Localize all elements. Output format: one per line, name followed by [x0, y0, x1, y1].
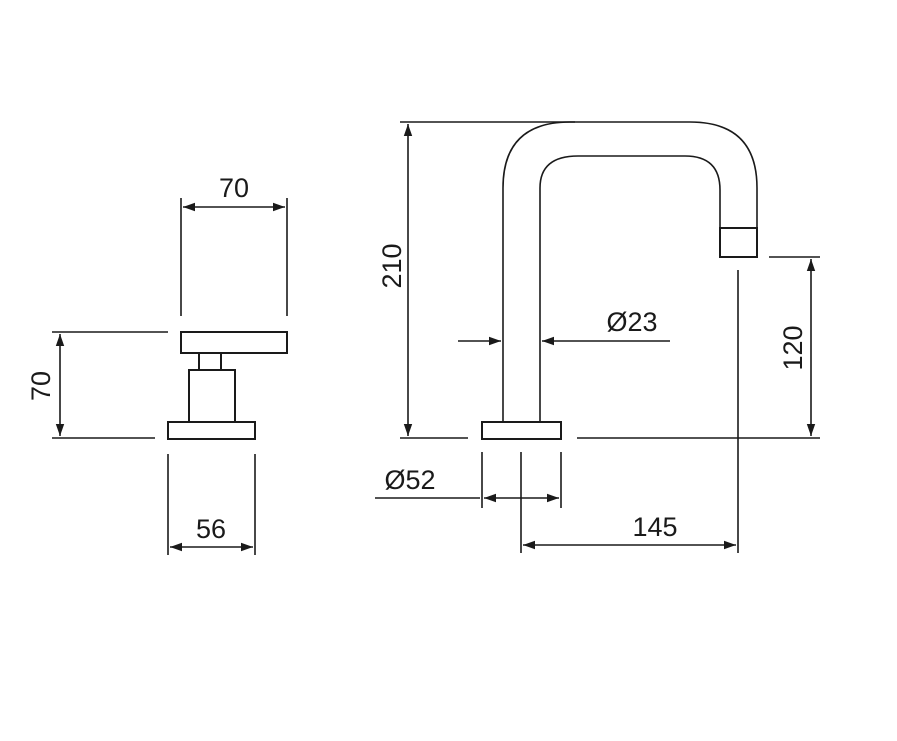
spout-outline [502, 121, 758, 422]
spout-outlet [719, 227, 758, 258]
spout-inner-outline [539, 155, 721, 422]
handle-body [188, 369, 236, 423]
dim-handle-base: 56 [167, 454, 256, 555]
dim-handle-width-label: 70 [219, 173, 249, 203]
dim-handle-height-label: 70 [26, 371, 56, 401]
dim-spout-diameter: Ø23 [458, 307, 670, 346]
handle-view: 70 70 56 [26, 173, 288, 555]
dim-handle-height: 70 [26, 331, 168, 439]
handle-base-plate [167, 421, 256, 440]
dim-outlet-height-label: 120 [778, 325, 808, 370]
dim-total-height-label: 210 [377, 243, 407, 288]
dim-spout-diameter-label: Ø23 [606, 307, 657, 337]
spout-view: 210 Ø23 120 Ø52 145 [375, 121, 820, 553]
dim-handle-width: 70 [180, 173, 288, 316]
dim-base-diameter-label: Ø52 [384, 465, 435, 495]
dim-total-height: 210 [377, 121, 575, 439]
dim-outlet-height: 120 [577, 256, 820, 439]
dim-handle-base-label: 56 [196, 514, 226, 544]
dim-base-diameter: Ø52 [375, 452, 562, 508]
handle-lever [180, 331, 288, 354]
dim-reach: 145 [520, 270, 739, 553]
handle-neck [198, 352, 222, 371]
spout-base-plate [481, 421, 562, 440]
dim-reach-label: 145 [632, 512, 677, 542]
